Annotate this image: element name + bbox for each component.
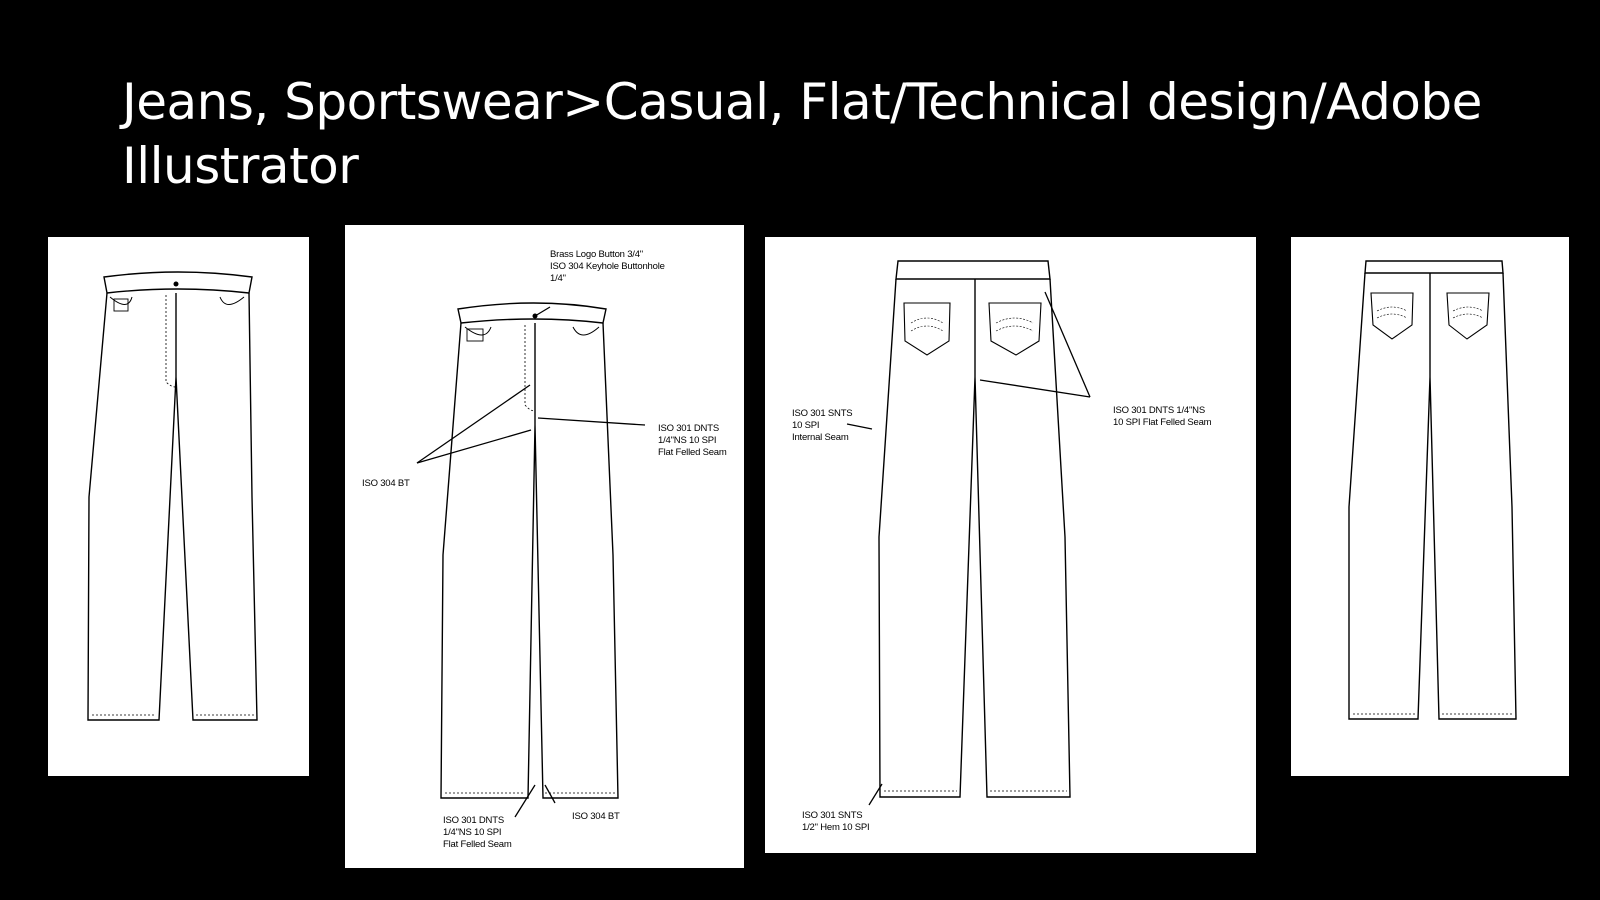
jeans-front-drawing (87, 271, 258, 721)
slide-title: Jeans, Sportswear>Casual, Flat/Technical… (122, 73, 1482, 195)
jeans-back-drawing (1348, 260, 1517, 720)
annotation-button: Brass Logo Button 3/4" ISO 304 Keyhole B… (550, 249, 665, 284)
back-tech-sketch: ISO 301 SNTS 10 SPI Internal Seam ISO 30… (765, 237, 1256, 853)
front-tech-sketch: Brass Logo Button 3/4" ISO 304 Keyhole B… (345, 225, 744, 868)
jeans-back-annotated-drawing (846, 260, 1091, 806)
annotation-bartack-bottom: ISO 304 BT (572, 811, 620, 822)
annotation-hem-seam: ISO 301 DNTS 1/4"NS 10 SPI Flat Felled S… (443, 815, 512, 850)
front-flat-sketch (48, 237, 309, 776)
annotation-internal-seam: ISO 301 SNTS 10 SPI Internal Seam (792, 408, 853, 443)
jeans-front-annotated-drawing (416, 302, 646, 818)
annotation-fly-seam: ISO 301 DNTS 1/4"NS 10 SPI Flat Felled S… (658, 423, 727, 458)
annotation-hem: ISO 301 SNTS 1/2" Hem 10 SPI (802, 810, 870, 833)
annotation-yoke-seam: ISO 301 DNTS 1/4"NS 10 SPI Flat Felled S… (1113, 405, 1212, 428)
annotation-bartack-left: ISO 304 BT (362, 478, 410, 489)
back-flat-sketch (1291, 237, 1569, 776)
